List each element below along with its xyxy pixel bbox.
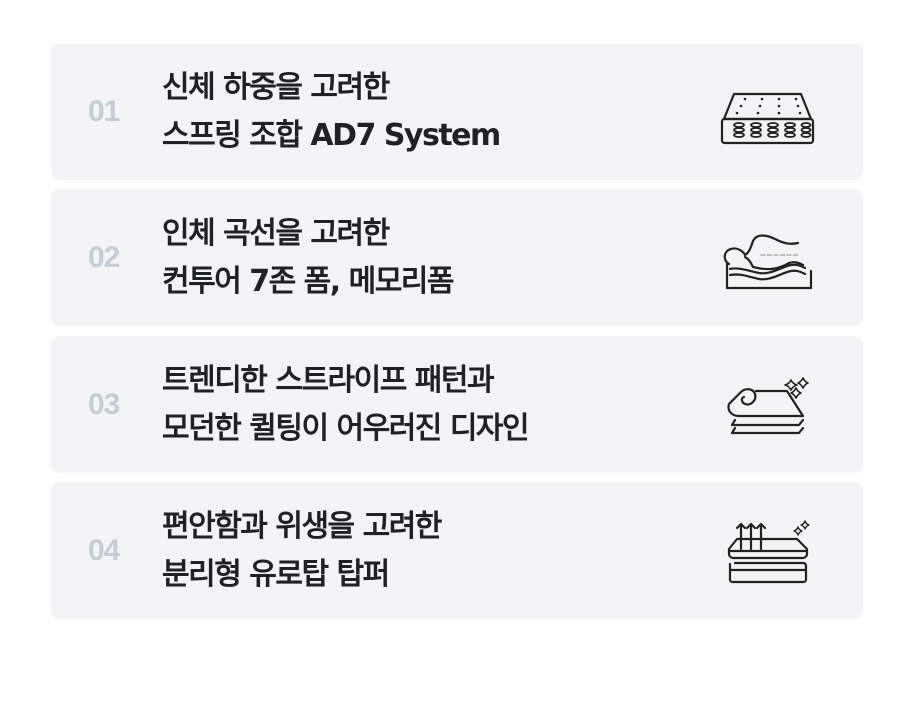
feature-title-line1: 트렌디한 스트라이프 패턴과 [162, 362, 495, 398]
feature-card-3: 03 트렌디한 스트라이프 패턴과 모던한 퀼팅이 어우러진 디자인 [51, 336, 863, 473]
feature-card-4: 04 편안함과 위생을 고려한 분리형 유로탑 탑퍼 [51, 482, 863, 619]
feature-title-line1: 인체 곡선을 고려한 [162, 215, 390, 251]
feature-number: 02 [88, 240, 120, 274]
feature-number: 04 [88, 533, 120, 567]
feature-card-1: 01 신체 하중을 고려한 스프링 조합 AD7 System [51, 43, 863, 180]
feature-number: 03 [88, 387, 120, 421]
feature-title: 인체 곡선을 고려한 컨투어 7존 폼, 메모리폼 [162, 210, 455, 306]
feature-title-line2: 컨투어 7존 폼, 메모리폼 [162, 263, 455, 299]
feature-title-line1: 편안함과 위생을 고려한 [162, 508, 442, 544]
feature-title-line2: 분리형 유로탑 탑퍼 [162, 556, 390, 592]
separable-topper-icon [719, 516, 819, 586]
body-contour-foam-icon [719, 223, 819, 293]
feature-title: 신체 하중을 고려한 스프링 조합 AD7 System [162, 64, 501, 160]
spring-mattress-icon [719, 77, 819, 147]
rolled-fabric-sparkle-icon [719, 370, 819, 440]
feature-number: 01 [88, 94, 120, 128]
feature-title-line2: 모던한 퀼팅이 어우러진 디자인 [162, 410, 530, 446]
feature-title-line2: 스프링 조합 AD7 System [162, 117, 501, 153]
feature-title-line1: 신체 하중을 고려한 [162, 69, 390, 105]
feature-card-2: 02 인체 곡선을 고려한 컨투어 7존 폼, 메모리폼 [51, 189, 863, 326]
feature-title: 편안함과 위생을 고려한 분리형 유로탑 탑퍼 [162, 503, 442, 599]
feature-title: 트렌디한 스트라이프 패턴과 모던한 퀼팅이 어우러진 디자인 [162, 357, 530, 453]
